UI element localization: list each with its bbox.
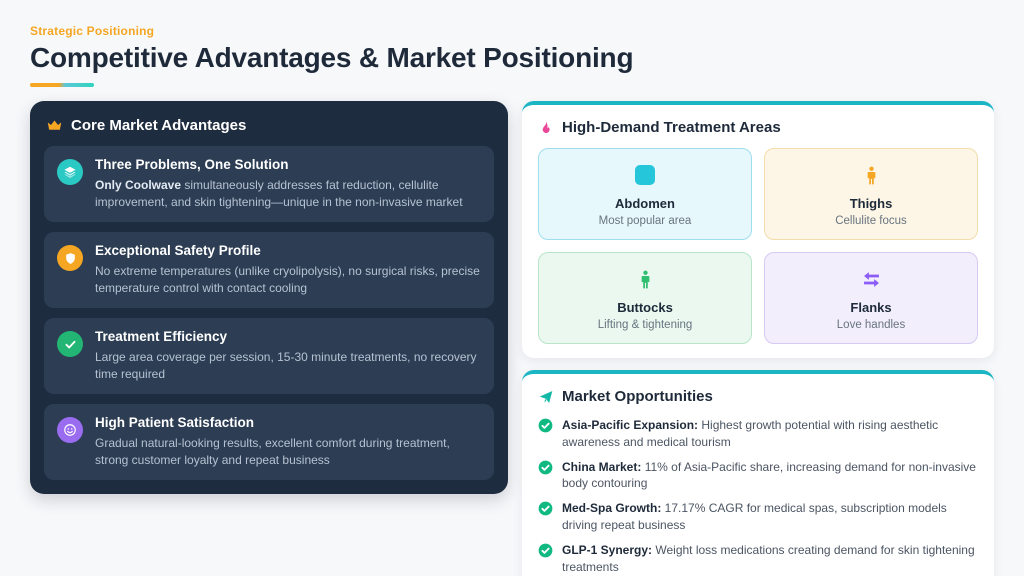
opportunity-label: Asia-Pacific Expansion: — [562, 418, 699, 432]
abdomen-icon — [549, 163, 741, 187]
opportunity-desc: Highest growth potential with rising aes… — [562, 418, 939, 449]
crown-icon — [46, 117, 63, 134]
advantage-card-satisfaction: High Patient Satisfaction Gradual natura… — [44, 404, 494, 481]
advantage-bold: Only Coolwave — [95, 178, 182, 192]
advantage-card-safety: Exceptional Safety Profile No extreme te… — [44, 232, 494, 309]
layers-icon — [57, 159, 83, 185]
right-column: High-Demand Treatment Areas Abdomen Most… — [522, 101, 994, 576]
core-advantages-title: Core Market Advantages — [71, 117, 247, 134]
advantage-title: High Patient Satisfaction — [95, 415, 255, 431]
opportunity-desc: 11% of Asia-Pacific share, increasing de… — [562, 459, 976, 491]
advantage-card-solution: Three Problems, One Solution Only Coolwa… — [44, 146, 494, 223]
opportunity-item-medspa: Med-Spa Growth: 17.17% CAGR for medical … — [538, 500, 978, 534]
advantage-text: No extreme temperatures (unlike cryolipo… — [95, 263, 481, 297]
area-name: Buttocks — [617, 300, 673, 315]
core-advantages-panel: Core Market Advantages Three Problems, O… — [30, 101, 508, 495]
area-subtitle: Love handles — [836, 319, 906, 331]
advantage-desc: simultaneously addresses fat reduction, … — [95, 178, 463, 210]
area-card-flanks: Flanks Love handles — [764, 252, 978, 344]
person-icon — [549, 267, 741, 291]
flame-icon — [538, 120, 554, 136]
opportunity-item-apac: Asia-Pacific Expansion: Highest growth p… — [538, 417, 978, 451]
advantage-title: Treatment Efficiency — [95, 329, 228, 345]
treatment-areas-grid: Abdomen Most popular area Thighs Celluli… — [538, 148, 978, 344]
advantage-card-efficiency: Treatment Efficiency Large area coverage… — [44, 318, 494, 395]
page-title: Competitive Advantages & Market Position… — [30, 42, 634, 73]
advantage-desc: Large area coverage per session, 15-30 m… — [95, 350, 477, 382]
area-card-abdomen: Abdomen Most popular area — [538, 148, 752, 240]
check-circle-icon — [538, 460, 553, 475]
area-name: Flanks — [850, 300, 892, 315]
check-icon — [57, 331, 83, 358]
area-card-thighs: Thighs Cellulite focus — [764, 148, 978, 240]
advantage-desc: Gradual natural-looking results, excelle… — [95, 436, 450, 468]
treatment-areas-title: High-Demand Treatment Areas — [562, 119, 781, 136]
area-subtitle: Most popular area — [598, 215, 692, 227]
area-subtitle: Cellulite focus — [835, 215, 907, 227]
arrows-icon — [775, 267, 967, 291]
advantage-title: Three Problems, One Solution — [95, 157, 289, 172]
opportunity-desc: 17.17% CAGR for medical spas, subscripti… — [562, 501, 947, 532]
core-advantages-header: Core Market Advantages — [46, 117, 492, 134]
opportunity-text: Asia-Pacific Expansion: Highest growth p… — [562, 417, 978, 451]
check-circle-icon — [538, 543, 553, 558]
opportunity-text: Med-Spa Growth: 17.17% CAGR for medical … — [562, 500, 978, 534]
content-row: Core Market Advantages Three Problems, O… — [30, 101, 994, 576]
advantage-desc: No extreme temperatures (unlike cryolipo… — [95, 264, 480, 296]
opportunity-item-china: China Market: 11% of Asia-Pacific share,… — [538, 459, 978, 493]
advantage-text: Only Coolwave simultaneously addresses f… — [95, 177, 481, 211]
advantage-text: Large area coverage per session, 15-30 m… — [95, 349, 481, 383]
area-card-buttocks: Buttocks Lifting & tightening — [538, 252, 752, 344]
advantage-title: Exceptional Safety Profile — [95, 243, 261, 259]
area-name: Abdomen — [615, 196, 675, 211]
title-underline — [30, 83, 94, 87]
opportunity-label: GLP-1 Synergy: — [562, 542, 653, 557]
opportunity-text: GLP-1 Synergy: Weight loss medications c… — [562, 542, 978, 576]
market-opportunities-header: Market Opportunities — [538, 388, 978, 405]
opportunity-text: China Market: 11% of Asia-Pacific share,… — [562, 459, 978, 493]
opportunity-label: Med-Spa Growth: — [562, 501, 662, 516]
opportunity-desc: Weight loss medications creating demand … — [562, 542, 975, 574]
opportunity-label: China Market: — [562, 459, 642, 474]
market-opportunities-title: Market Opportunities — [562, 388, 713, 405]
person-icon — [775, 163, 967, 187]
area-name: Thighs — [849, 196, 893, 211]
check-circle-icon — [538, 418, 553, 433]
smiley-icon — [57, 417, 83, 444]
check-circle-icon — [538, 501, 553, 516]
treatment-areas-card: High-Demand Treatment Areas Abdomen Most… — [522, 101, 994, 358]
area-subtitle: Lifting & tightening — [597, 319, 693, 331]
market-opportunities-card: Market Opportunities Asia-Pacific Expans… — [522, 370, 994, 576]
opportunity-item-glp1: GLP-1 Synergy: Weight loss medications c… — [538, 542, 978, 576]
slide-header: Strategic Positioning Competitive Advant… — [30, 24, 994, 87]
rocket-icon — [538, 389, 554, 405]
treatment-areas-header: High-Demand Treatment Areas — [538, 119, 978, 136]
advantage-text: Gradual natural-looking results, excelle… — [95, 435, 481, 469]
shield-icon — [57, 245, 83, 272]
eyebrow-label: Strategic Positioning — [30, 24, 155, 38]
